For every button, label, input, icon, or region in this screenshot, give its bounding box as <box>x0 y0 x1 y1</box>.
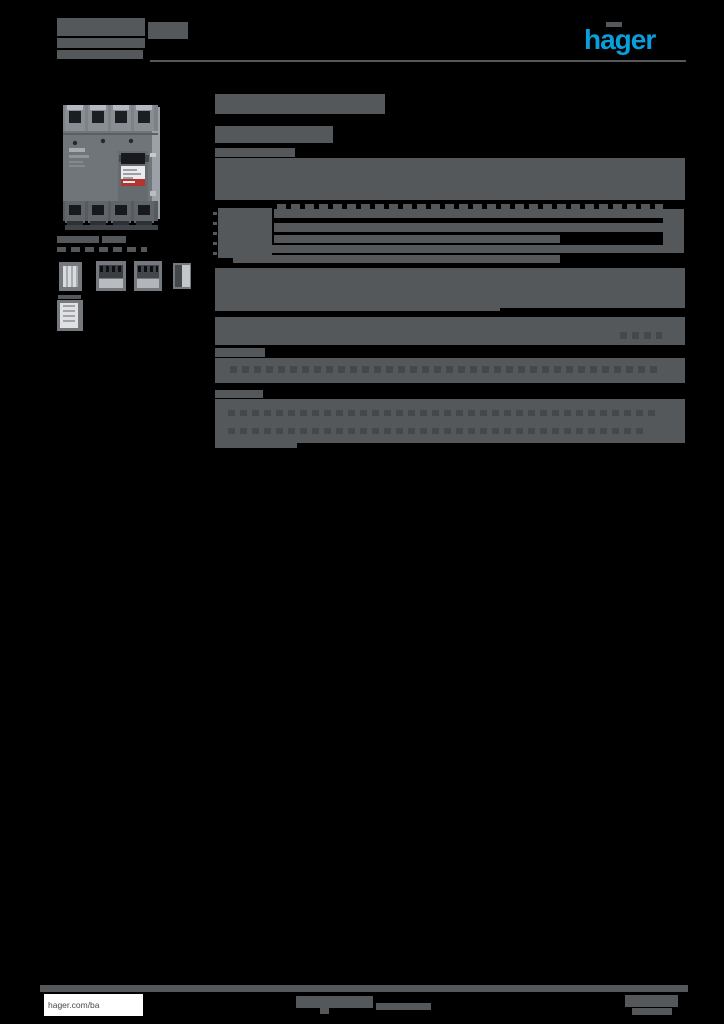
footer-website-link[interactable]: hager.com/ba <box>48 1000 100 1010</box>
product-photo <box>57 95 170 235</box>
section-label-1 <box>215 148 295 157</box>
screw-3 <box>128 138 134 144</box>
doc-title-line-2 <box>215 126 333 143</box>
doc-title-line-1 <box>215 94 385 114</box>
mccb-side-view-thumb <box>173 263 191 289</box>
spec-bar-1 <box>274 209 684 218</box>
ce-mark <box>150 191 156 196</box>
row-d-inner-text <box>230 366 660 373</box>
list-tick-2 <box>213 222 217 225</box>
spec-bar-2 <box>274 223 680 232</box>
brand-mark <box>69 148 85 152</box>
block-e-inner-text-1 <box>228 410 658 416</box>
product-ref-caption-b <box>102 236 126 243</box>
row-c-inner-text <box>620 332 662 339</box>
body-seam <box>63 133 158 135</box>
red-label-text <box>123 181 135 183</box>
mccb-front-view-thumb <box>59 262 82 291</box>
left-panel-text-2 <box>69 161 83 163</box>
mccb-side-profile-thumb <box>57 300 83 331</box>
logo-top-mark <box>606 22 622 27</box>
screw-1 <box>72 140 78 146</box>
left-panel-text-3 <box>69 165 85 167</box>
mccb-terminal-angle-view-thumb <box>134 261 162 291</box>
breaker-base <box>65 225 158 230</box>
footer-right-text-2 <box>632 1008 672 1015</box>
section-label-2 <box>215 348 265 357</box>
paragraph-block-b <box>215 268 685 308</box>
left-panel-text-1 <box>69 155 89 158</box>
mccb-illustration <box>63 105 160 230</box>
product-subcaption <box>57 247 147 252</box>
toggle-handle <box>121 153 145 164</box>
footer-center-text-1 <box>296 996 373 1008</box>
header-title-line-1 <box>57 18 145 36</box>
mccb-terminal-view-thumb <box>96 261 126 291</box>
header-rule <box>150 60 686 62</box>
dash-row <box>277 204 663 212</box>
screw-2 <box>100 138 106 144</box>
header-title-line-3 <box>57 50 143 59</box>
spec-bar-4 <box>232 245 684 253</box>
footer-center-text-2 <box>376 1003 431 1010</box>
footer-right-text-1 <box>625 995 678 1007</box>
block-e-inner-text-2 <box>228 428 643 434</box>
list-tick-5 <box>213 252 217 255</box>
list-tick-3 <box>213 232 217 235</box>
header-title-line-2 <box>57 38 145 48</box>
top-terminals <box>65 105 154 131</box>
paragraph-block-a <box>215 158 685 200</box>
label-line-3 <box>123 177 133 179</box>
footer-website-box: hager.com/ba <box>44 994 143 1016</box>
label-line-2 <box>123 173 141 175</box>
bottom-terminals <box>65 201 154 225</box>
list-tick-1 <box>213 212 217 215</box>
toggle-knob-right <box>145 155 149 162</box>
header-title-line-1b <box>148 22 188 39</box>
paragraph-block-e <box>215 399 685 443</box>
hager-logo: hager <box>584 24 656 55</box>
series-mark <box>150 153 156 157</box>
spec-bar-3 <box>274 235 560 243</box>
paragraph-tab-e <box>215 443 297 448</box>
section-label-3 <box>215 390 263 398</box>
footer-rule <box>40 985 688 992</box>
breaker-side-highlight <box>152 107 160 219</box>
footer-center-descender <box>320 1008 329 1014</box>
thumb5-caption <box>58 295 81 299</box>
paragraph-tail-b <box>215 303 500 311</box>
row-block-c <box>215 317 685 345</box>
spec-bar-5 <box>233 255 560 263</box>
label-line-1 <box>123 169 137 171</box>
list-tick-4 <box>213 242 217 245</box>
product-ref-caption-a <box>57 236 99 243</box>
